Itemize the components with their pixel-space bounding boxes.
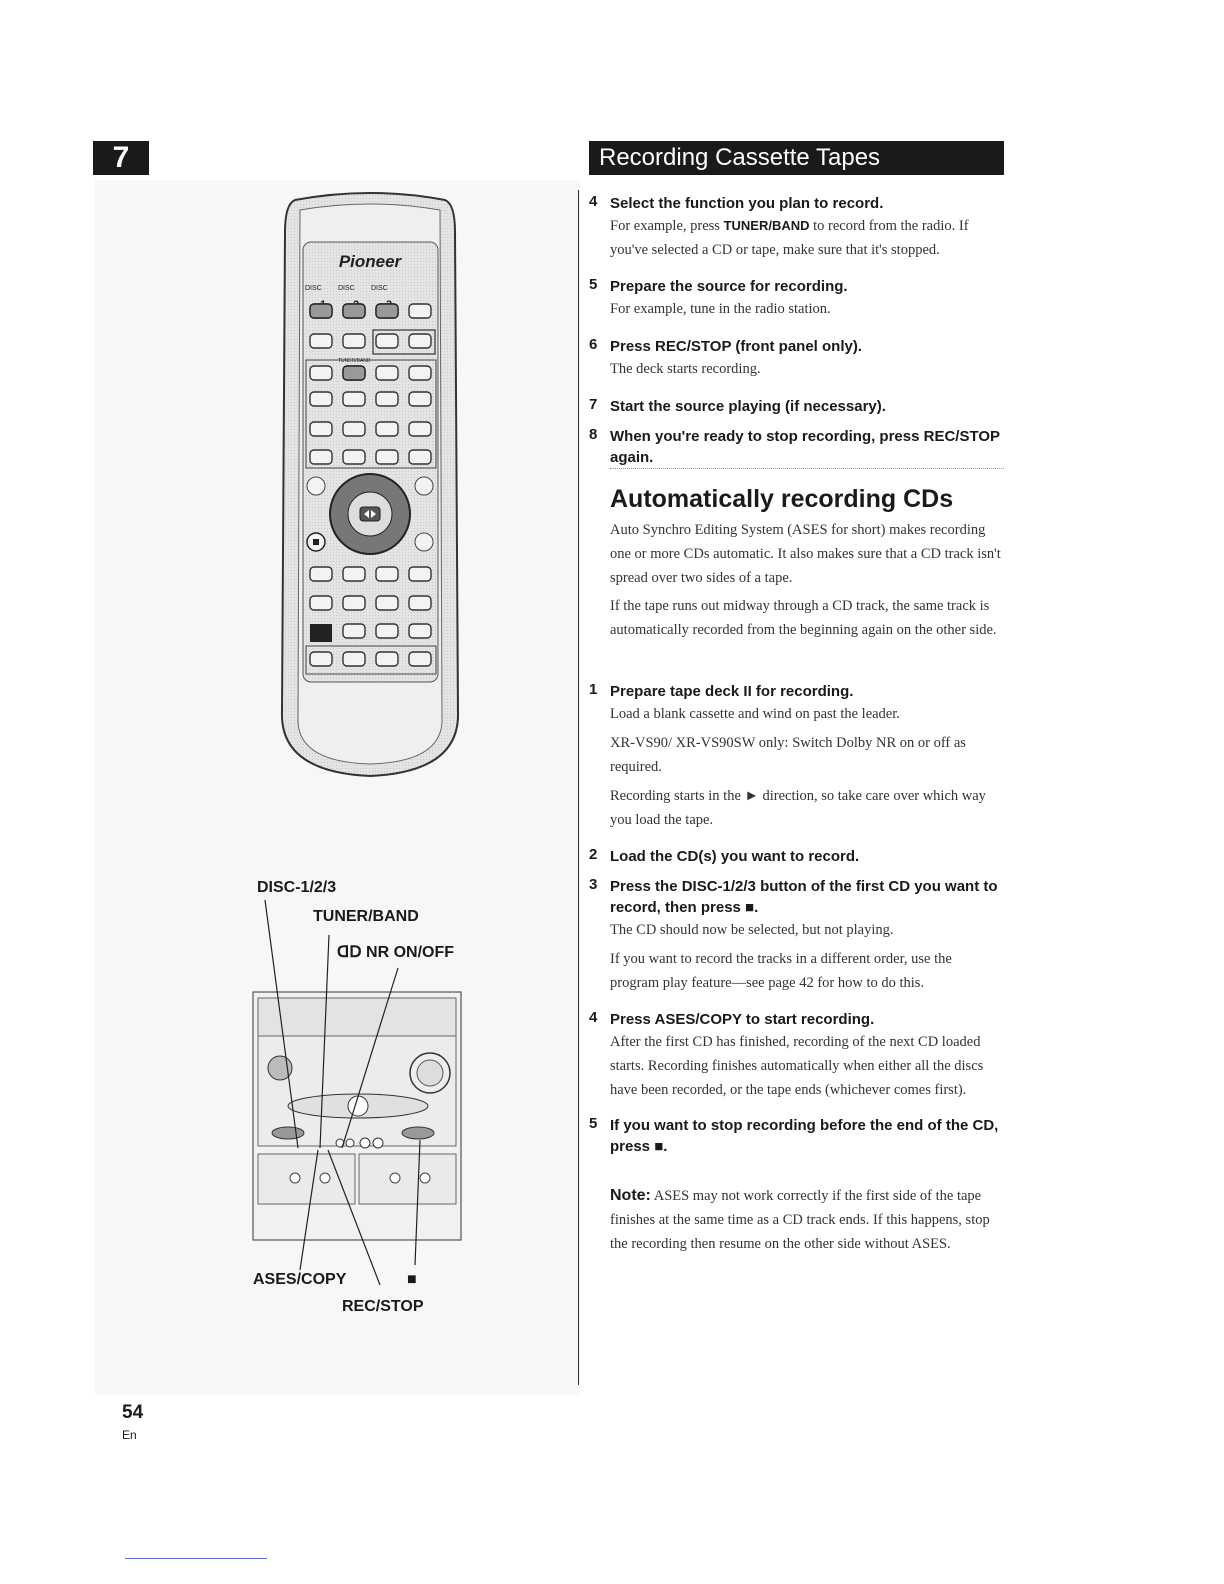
page-number: 54 xyxy=(122,1402,144,1423)
callout-disc: DISC-1/2/3 xyxy=(257,879,337,896)
intro-paragraph: If the tape runs out midway through a CD… xyxy=(610,598,997,638)
callout-nr-on-off: ᗡᗞ NR ON/OFF xyxy=(337,944,455,961)
step-body: XR-VS90/ XR-VS90SW only: Switch Dolby NR… xyxy=(610,735,966,775)
callout-lines xyxy=(264,899,421,1286)
step-number: 4 xyxy=(589,1009,598,1026)
step-select-function: 4 Select the function you plan to record… xyxy=(589,193,1004,262)
keyword-tuner-band: TUNER/BAND xyxy=(723,218,810,233)
note-label: Note: xyxy=(610,1187,651,1204)
step-number: 1 xyxy=(589,681,598,698)
step-heading: Load the CD(s) you want to record. xyxy=(610,848,860,865)
step-heading: Press the DISC-1/2/3 button of the first… xyxy=(610,878,998,916)
footer-line xyxy=(125,1558,267,1559)
step-body: If you want to record the tracks in a di… xyxy=(610,951,952,991)
step-prepare-source: 5 Prepare the source for recording. For … xyxy=(589,276,1004,321)
step-load-cds: 2 Load the CD(s) you want to record. xyxy=(589,846,1004,867)
svg-text:DISC: DISC xyxy=(338,285,355,292)
svg-text:DISC: DISC xyxy=(371,285,388,292)
sub-heading: Automatically recording CDs xyxy=(610,485,954,513)
step-number: 5 xyxy=(589,1115,598,1132)
callout-stop: ■ xyxy=(407,1271,417,1288)
callout-ases-copy: ASES/COPY xyxy=(253,1271,347,1288)
step-number: 5 xyxy=(589,276,598,293)
step-body: Recording starts in the ► direction, so … xyxy=(610,788,986,828)
step-heading: Select the function you plan to record. xyxy=(610,195,884,212)
step-heading: Press REC/STOP (front panel only). xyxy=(610,338,862,355)
section-title: Recording Cassette Tapes xyxy=(589,141,1004,175)
step-heading: Prepare tape deck II for recording. xyxy=(610,683,854,700)
step-press-rec-stop: 6 Press REC/STOP (front panel only). The… xyxy=(589,336,1004,381)
stereo-unit-illustration xyxy=(252,991,462,1241)
chapter-tab: 7 xyxy=(93,141,149,175)
language-code: En xyxy=(122,1428,137,1442)
step-heading: When you're ready to stop recording, pre… xyxy=(610,428,1000,466)
step-stop-before-end: 5 If you want to stop recording before t… xyxy=(589,1115,1004,1157)
section-divider xyxy=(610,468,1004,469)
svg-text:TUNER/BAND: TUNER/BAND xyxy=(338,358,371,364)
remote-control-illustration: Pioneer DISC DISC DISC 1 2 3 TUNER/BAND xyxy=(280,192,460,778)
step-number: 4 xyxy=(589,193,598,210)
note: Note: ASES may not work correctly if the… xyxy=(610,1184,1004,1256)
intro-paragraph: Auto Synchro Editing System (ASES for sh… xyxy=(610,522,1001,586)
step-body: Load a blank cassette and wind on past t… xyxy=(610,706,900,722)
callout-tuner-band: TUNER/BAND xyxy=(313,908,419,925)
step-stop-recording: 8 When you're ready to stop recording, p… xyxy=(589,426,1004,468)
step-heading: Press ASES/COPY to start recording. xyxy=(610,1011,875,1028)
note-text: ASES may not work correctly if the first… xyxy=(610,1188,990,1252)
step-body: For example, tune in the radio station. xyxy=(610,301,831,317)
step-heading: Prepare the source for recording. xyxy=(610,278,848,295)
step-body: The CD should now be selected, but not p… xyxy=(610,922,894,938)
svg-text:DISC: DISC xyxy=(305,285,322,292)
step-body: For example, press TUNER/BAND to record … xyxy=(610,218,969,258)
step-number: 3 xyxy=(589,876,598,893)
step-press-disc: 3 Press the DISC-1/2/3 button of the fir… xyxy=(589,876,1004,995)
step-number: 6 xyxy=(589,336,598,353)
step-press-ases: 4 Press ASES/COPY to start recording. Af… xyxy=(589,1009,1004,1102)
column-rule xyxy=(578,190,579,1385)
step-start-source: 7 Start the source playing (if necessary… xyxy=(589,396,1004,417)
step-prepare-deck: 1 Prepare tape deck II for recording. Lo… xyxy=(589,681,1004,832)
step-number: 2 xyxy=(589,846,598,863)
brand-logo: Pioneer xyxy=(339,252,403,271)
callout-rec-stop: REC/STOP xyxy=(342,1298,424,1315)
step-number: 7 xyxy=(589,396,598,413)
step-heading: Start the source playing (if necessary). xyxy=(610,398,886,415)
step-body: After the first CD has finished, recordi… xyxy=(610,1034,984,1098)
step-number: 8 xyxy=(589,426,598,443)
step-heading: If you want to stop recording before the… xyxy=(610,1117,999,1155)
step-body: The deck starts recording. xyxy=(610,361,761,377)
